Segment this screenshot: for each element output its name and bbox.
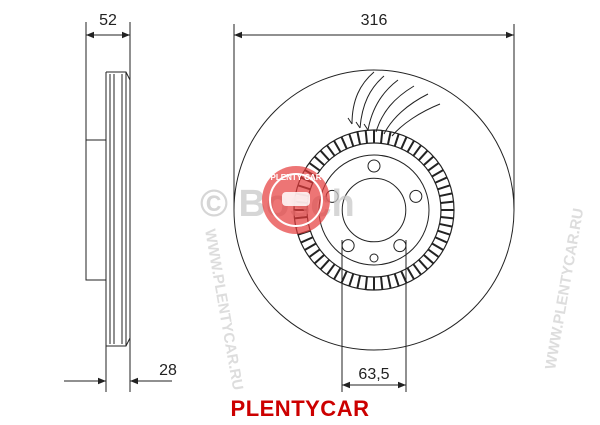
- abs-tooth: [427, 162, 440, 172]
- watermark-side-url-left: WWW.PLENTYCAR.RU: [201, 228, 246, 392]
- friction-ring-outline: [105, 71, 131, 347]
- dimension-52-label: 52: [99, 12, 117, 29]
- dimension-316-label: 316: [361, 12, 388, 29]
- brand-label: PLENTYCAR: [230, 396, 370, 421]
- seal-ring: [269, 173, 323, 227]
- seal-text: PLENTY CAR: [271, 173, 322, 182]
- abs-tooth: [380, 276, 384, 290]
- vane-5: [383, 93, 429, 135]
- bolt-hole: [409, 189, 423, 203]
- hat-section: [85, 139, 107, 281]
- abs-tooth: [393, 273, 400, 287]
- abs-tooth: [308, 248, 321, 258]
- abs-tooth: [308, 162, 321, 172]
- abs-tooth: [439, 192, 453, 198]
- abs-tooth: [319, 149, 330, 161]
- abs-tooth: [356, 131, 362, 145]
- abs-tooth: [440, 216, 454, 220]
- abs-tooth: [440, 200, 454, 204]
- vane-1: [351, 71, 375, 125]
- abs-tooth: [434, 176, 448, 184]
- watermark-seal: PLENTY CAR: [262, 166, 330, 234]
- bolt-hole: [393, 239, 407, 253]
- abs-tooth: [313, 254, 325, 265]
- abs-tooth: [423, 254, 435, 265]
- vane-3: [367, 79, 399, 131]
- abs-tooth: [437, 184, 451, 191]
- abs-tooth: [313, 155, 325, 166]
- bolt-hole: [341, 239, 355, 253]
- abs-tooth: [439, 222, 453, 228]
- abs-tooth: [348, 133, 355, 147]
- abs-tooth: [412, 263, 422, 276]
- abs-tooth: [340, 136, 348, 150]
- abs-tooth: [386, 131, 392, 145]
- abs-tooth: [364, 130, 368, 144]
- abs-tooth: [333, 267, 342, 280]
- abs-tooth: [434, 236, 448, 244]
- vane-2: [359, 75, 385, 129]
- abs-tooth: [326, 263, 336, 276]
- cooling-vanes: [347, 71, 441, 137]
- abs-tooth: [431, 242, 444, 251]
- disc-side-view: [85, 22, 131, 392]
- dimension-63-5: 63,5: [342, 366, 406, 389]
- abs-tooth: [412, 144, 422, 157]
- abs-tooth: [326, 144, 336, 157]
- abs-tooth: [431, 169, 444, 178]
- dimension-63-5-label: 63,5: [358, 366, 389, 383]
- abs-tooth: [304, 242, 317, 251]
- watermark-side-url-right: WWW.PLENTYCAR.RU: [542, 207, 587, 371]
- abs-tooth: [356, 275, 362, 289]
- abs-tooth: [418, 149, 429, 161]
- abs-tooth: [400, 136, 408, 150]
- abs-tooth: [423, 155, 435, 166]
- abs-tooth: [380, 130, 384, 144]
- abs-tooth: [427, 248, 440, 258]
- vane-6: [391, 103, 441, 137]
- abs-tooth: [437, 229, 451, 236]
- abs-tooth: [319, 259, 330, 271]
- vane-4: [375, 85, 415, 133]
- locating-hole-inner: [369, 253, 379, 263]
- abs-tooth: [406, 140, 415, 153]
- bolt-hole: [367, 159, 381, 173]
- abs-tooth: [348, 273, 355, 287]
- abs-tooth: [333, 140, 342, 153]
- abs-tooth: [393, 133, 400, 147]
- watermark-url-right: WWW.PLENTYCAR.RU: [542, 207, 587, 371]
- dimension-28-label: 28: [159, 362, 177, 379]
- abs-tooth: [406, 267, 415, 280]
- seal-car-icon: [282, 192, 310, 206]
- dimension-316: 316: [234, 12, 514, 39]
- abs-tooth: [386, 275, 392, 289]
- abs-tooth: [364, 276, 368, 290]
- dimension-28: 28: [64, 362, 177, 385]
- abs-tooth: [300, 236, 314, 244]
- abs-tooth: [418, 259, 429, 271]
- dimension-52: 52: [86, 12, 130, 39]
- vane-roots: [347, 117, 369, 131]
- watermark-url-left: WWW.PLENTYCAR.RU: [201, 228, 246, 392]
- center-bore: [341, 177, 407, 243]
